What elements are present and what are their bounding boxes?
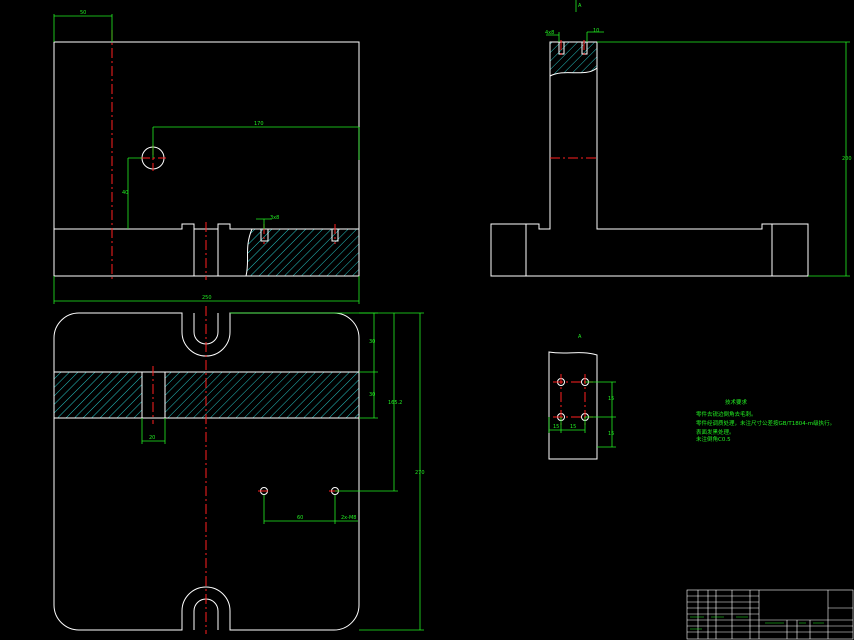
- title-block: [686, 589, 854, 640]
- dim-overall-width-text: 250: [202, 295, 212, 301]
- threaded-holes: [260, 229, 339, 242]
- dim-hole-offset: [152, 126, 360, 160]
- dim-plan-slot-width-text: 20: [149, 435, 155, 441]
- title-block-grid: [687, 590, 853, 639]
- dim-detail-v1-text: 15: [608, 396, 614, 402]
- dim-plan-slot-1-text: 30: [369, 339, 375, 345]
- dim-detail-vertical: [585, 381, 616, 448]
- dim-plan-slot-width: [141, 418, 166, 444]
- tech-note-3: 表面发黑处理。: [696, 428, 735, 436]
- detail-view-label: A: [578, 334, 582, 340]
- section-mark: A: [578, 3, 582, 9]
- dim-side-top-right-text: 10: [593, 28, 599, 34]
- title-block-green-text-marks: [690, 616, 824, 630]
- dim-hole-height: [127, 157, 142, 229]
- dim-detail-v2-text: 15: [608, 431, 614, 437]
- plan-view-outline: [53, 312, 360, 631]
- dim-plan-overall-height-text: 270: [415, 470, 425, 476]
- dim-side-top-right: [586, 31, 604, 42]
- dim-top-width: [53, 14, 113, 42]
- front-view-section-hatch: [245, 228, 360, 277]
- dim-detail-h2-text: 15: [570, 424, 576, 430]
- dim-slot-detail-text: 3x8: [270, 215, 279, 221]
- dim-side-top-left-text: 4x8: [545, 30, 554, 36]
- dim-plan-overall-height: [359, 312, 424, 631]
- tech-note-1: 零件去锐边倒角去毛刺。: [696, 410, 757, 418]
- tech-note-2: 零件经调质处理，未注尺寸公差按GB/T1804-m级执行。: [696, 419, 835, 427]
- side-view-section-hatch: [549, 41, 598, 77]
- dim-hole-offset-text: 170: [254, 121, 264, 127]
- dim-overall-width: [53, 276, 360, 304]
- dim-side-top-left: [546, 32, 560, 42]
- detail-view: A 15 15 15 15: [548, 334, 616, 460]
- dim-plan-hole-spacing: [263, 495, 358, 524]
- dim-plan-slot-2-text: 30: [369, 392, 375, 398]
- dim-plan-hole-spacing-text: 60: [297, 515, 303, 521]
- detail-view-outline: [548, 351, 598, 460]
- dim-plan-inner-height-text: 165.2: [388, 400, 402, 406]
- front-view: 50 170 40 3x8 250: [53, 10, 360, 304]
- detail-centerlines: [553, 374, 593, 425]
- dim-side-height-text: 200: [842, 156, 852, 162]
- dim-detail-horizontal: [548, 417, 586, 433]
- dim-hole-height-text: 40: [122, 190, 128, 196]
- side-view: 4x8 10 200 A: [490, 0, 852, 277]
- dim-plan-inner-height: [335, 313, 398, 492]
- dim-plan-slots: [230, 312, 378, 419]
- dim-slot-detail: [256, 218, 272, 229]
- tech-notes-title: 技术要求: [725, 398, 748, 406]
- plan-view: 30 30 165.2 270 20 60 2x-M8: [53, 306, 425, 634]
- dim-plan-hole-spec-text: 2x-M8: [341, 515, 356, 521]
- dim-detail-h1-text: 15: [553, 424, 559, 430]
- dim-top-width-text: 50: [80, 10, 86, 16]
- technical-notes: 技术要求 零件去锐边倒角去毛刺。 零件经调质处理，未注尺寸公差按GB/T1804…: [696, 398, 835, 443]
- tech-note-4: 未注倒角C0.5: [696, 435, 731, 443]
- side-view-outline: [490, 41, 809, 277]
- dim-side-height: [597, 41, 850, 277]
- title-block-frame: [686, 589, 854, 640]
